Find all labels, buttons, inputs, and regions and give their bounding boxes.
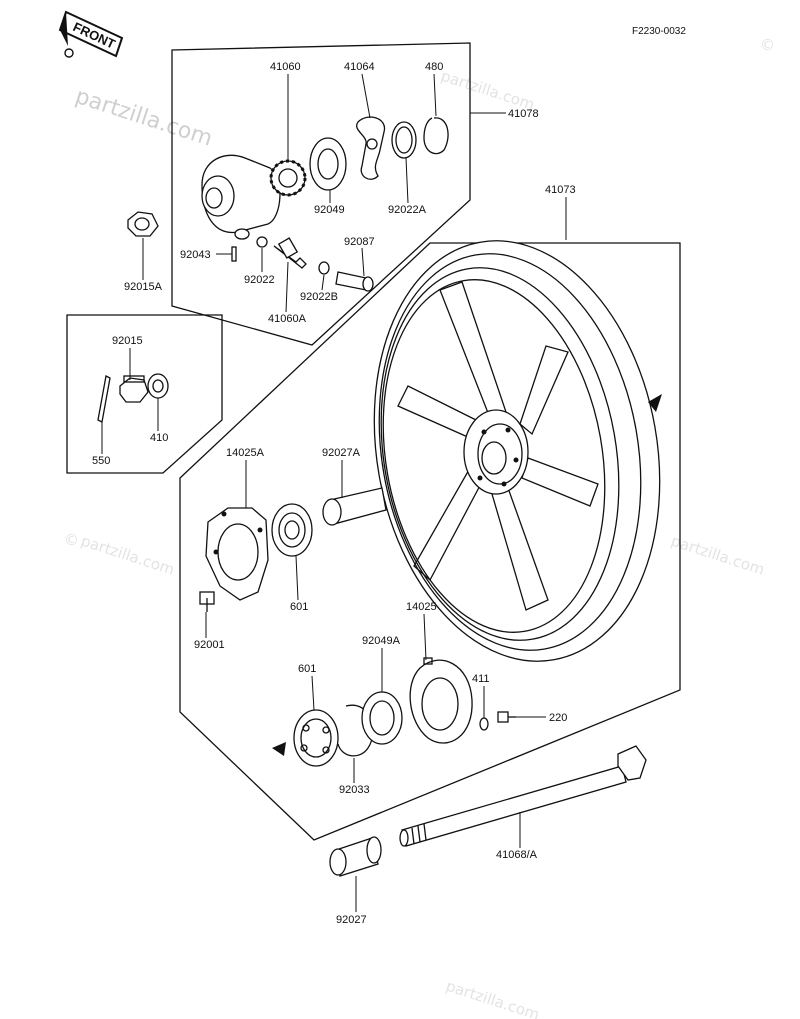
hub-cover-14025 (409, 657, 473, 744)
speedo-washer (391, 121, 417, 159)
washer-411 (479, 717, 489, 731)
label-92027A: 92027A (322, 447, 361, 459)
speedo-circlip (423, 117, 449, 155)
rotation-arrow-icon (648, 394, 662, 412)
label-14025A: 14025A (226, 447, 265, 459)
bearing-601-upper (271, 503, 313, 557)
speedo-gearbox-housing (201, 154, 281, 240)
nut-kit-box (66, 314, 223, 474)
speedo-drive-gear (269, 159, 307, 197)
watermark-faint-1: partzilla.com (439, 67, 537, 114)
label-410: 410 (150, 432, 168, 444)
label-92015A: 92015A (124, 281, 163, 293)
watermark-top: partzilla.com (72, 84, 215, 152)
collar-92027 (329, 836, 382, 877)
speedo-pinion-gear (273, 237, 307, 269)
oil-seal-92049A (361, 691, 403, 745)
label-92022A: 92022A (388, 204, 427, 216)
wheel-assembly-box (179, 242, 681, 841)
watermark-faint-4: partzilla.com (669, 532, 767, 579)
direction-arrow-icon (272, 742, 286, 756)
axle-41068A (399, 745, 647, 847)
label-92027: 92027 (336, 914, 367, 926)
speedo-bushing-washer (318, 261, 330, 275)
speedo-gear-box (171, 42, 471, 346)
front-badge: FRONT (58, 10, 124, 58)
label-601-upper: 601 (290, 601, 308, 613)
label-601-lower: 601 (298, 663, 316, 675)
label-41073: 41073 (545, 184, 576, 196)
label-220: 220 (549, 712, 567, 724)
cotter-pin-550 (97, 375, 111, 423)
copyright-mark-2: © (64, 531, 79, 549)
distance-collar-92027A (322, 487, 387, 526)
label-92043: 92043 (180, 249, 211, 261)
label-92022B: 92022B (300, 291, 338, 303)
label-411: 411 (472, 673, 490, 685)
label-41060A: 41060A (268, 313, 307, 325)
copyright-icon (64, 48, 74, 58)
watermark-faint-2: partzilla.com (79, 532, 177, 579)
label-41068A: 41068/A (496, 849, 538, 861)
bolt-92001 (199, 591, 215, 612)
bearing-601-lower (293, 709, 339, 767)
speedo-pinion-washer (256, 236, 268, 248)
label-41064: 41064 (344, 61, 375, 73)
label-41078: 41078 (508, 108, 539, 120)
circlip-92033 (337, 704, 374, 757)
washer-410 (147, 373, 169, 399)
label-92049A: 92049A (362, 635, 401, 647)
speedo-gear-retainer (356, 116, 386, 180)
label-92001: 92001 (194, 639, 225, 651)
label-92087: 92087 (344, 236, 375, 248)
diagram-code: F2230-0032 (632, 26, 686, 37)
hub-cover-14025A (205, 507, 269, 601)
speedo-pinion-pin (231, 246, 237, 262)
screw-220 (497, 711, 516, 723)
label-92015: 92015 (112, 335, 143, 347)
cast-wheel-41073 (373, 240, 661, 662)
label-92049: 92049 (314, 204, 345, 216)
label-480: 480 (425, 61, 443, 73)
label-14025: 14025 (406, 601, 437, 613)
label-92033: 92033 (339, 784, 370, 796)
copyright-mark-1: © (760, 36, 775, 54)
speedo-oil-seal (309, 137, 347, 191)
watermark-text: partzilla.com (72, 84, 215, 152)
label-41060: 41060 (270, 61, 301, 73)
speedo-bushing (335, 271, 374, 292)
axle-nut-92015A (127, 211, 159, 237)
label-550: 550 (92, 455, 110, 467)
label-92022: 92022 (244, 274, 275, 286)
watermark-faint-5: partzilla.com (444, 977, 542, 1019)
castle-nut-92015 (119, 375, 149, 403)
